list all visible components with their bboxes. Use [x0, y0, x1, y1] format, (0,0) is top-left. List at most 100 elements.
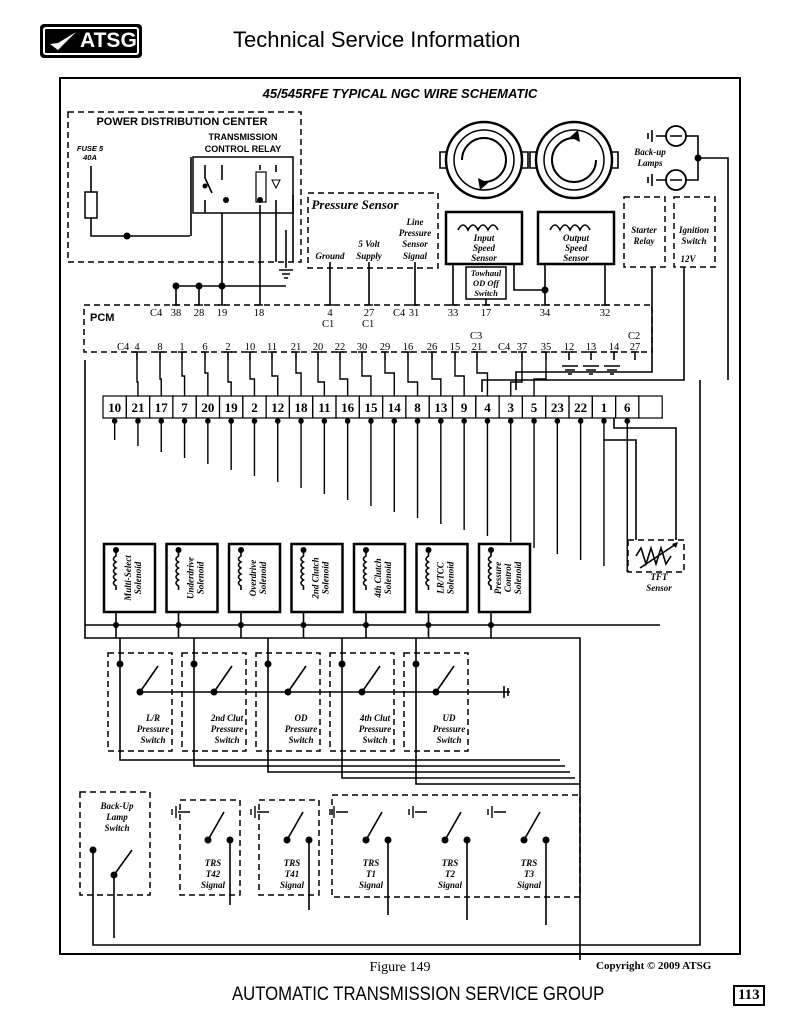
terminal-label-11: 11	[318, 400, 330, 415]
solenoid-2	[227, 542, 282, 614]
pdc-box	[67, 111, 302, 263]
trs-label-1-2: Signal	[280, 880, 305, 890]
solenoid-1	[165, 542, 219, 614]
ignition-switch-box	[673, 196, 716, 268]
pcm-pin-4: 4	[327, 308, 333, 319]
terminal-label-22: 22	[574, 400, 587, 415]
tft-sensor-box	[627, 539, 685, 573]
solenoid-3	[290, 542, 344, 614]
pressure-switch-3	[329, 652, 395, 752]
conn-c3: C3	[470, 331, 482, 342]
page-title: Technical Service Information	[233, 27, 521, 52]
supply-label-2: Supply	[356, 251, 383, 261]
pcm-pin-bottom-30: 30	[357, 342, 368, 353]
conn-c1-a: C1	[322, 319, 334, 330]
relay-label-2: CONTROL RELAY	[205, 144, 282, 154]
pcm-pin-27: 27	[364, 308, 375, 319]
pcm-pin-bottom-14: 14	[609, 342, 620, 353]
atsg-logo: ATSG	[40, 24, 142, 58]
figure-caption: Figure 149	[369, 960, 431, 975]
fuse-symbol	[84, 191, 98, 219]
terminal-label-19: 19	[225, 400, 239, 415]
input-speed-label-1: Input	[473, 233, 495, 243]
trs-label-3-0: TRS	[442, 858, 459, 868]
terminal-label-4: 4	[484, 400, 491, 415]
page-number: 113	[733, 985, 765, 1006]
conn-c1-b: C1	[362, 319, 374, 330]
trs-label-2-0: TRS	[363, 858, 380, 868]
pcm-pin-17: 17	[481, 308, 492, 319]
conn-c4-top-left: C4	[150, 308, 163, 319]
pcm-pin-18: 18	[254, 308, 265, 319]
terminal-label-23: 23	[551, 400, 565, 415]
terminal-label-9: 9	[461, 400, 468, 415]
tft-label-1: TFT	[651, 572, 669, 582]
solenoid-4	[352, 542, 407, 614]
terminal-label-20: 20	[201, 400, 214, 415]
pressure-switch-label-4-0: UD	[443, 713, 456, 723]
line-label-2: Pressure	[399, 228, 432, 238]
terminal-label-13: 13	[434, 400, 448, 415]
pressure-switch-0	[107, 652, 173, 752]
pcm-pin-bottom-37: 37	[517, 342, 528, 353]
pcm-pin-bottom-1: 1	[179, 342, 184, 353]
pcm-pin-bottom-26: 26	[427, 342, 438, 353]
output-speed-gear	[529, 120, 619, 200]
pcm-box	[83, 304, 653, 353]
starter-relay-box	[623, 196, 666, 268]
pressure-switch-2	[255, 652, 321, 752]
ignition-label-2: Switch	[681, 236, 706, 246]
pcm-pin-bottom-22: 22	[335, 342, 346, 353]
tft-label-2: Sensor	[646, 583, 672, 593]
conn-c4-top-right: C4	[393, 308, 406, 319]
pressure-switch-label-1-1: Pressure	[211, 724, 244, 734]
logo-check-icon	[50, 32, 76, 50]
pressure-switch-label-2-2: Switch	[288, 735, 313, 745]
trs-box-0	[179, 799, 241, 896]
pcm-pin-bottom-11: 11	[267, 342, 277, 353]
schematic-frame	[59, 77, 741, 955]
pdc-title: POWER DISTRIBUTION CENTER	[96, 116, 267, 128]
output-speed-label-3: Sensor	[563, 253, 589, 263]
terminal-label-1: 1	[601, 400, 608, 415]
trs-label-1-0: TRS	[284, 858, 301, 868]
ground-label: Ground	[315, 251, 345, 261]
terminal-label-10: 10	[108, 400, 121, 415]
solenoid-label-0: Multi-SelectSolenoid	[123, 555, 143, 602]
backup-switch-label-2: Lamp	[105, 812, 128, 822]
line-label-1: Line	[406, 217, 424, 227]
solenoid-6	[477, 542, 532, 614]
pcm-pin-38: 38	[171, 308, 182, 319]
pressure-switch-label-0-2: Switch	[140, 735, 165, 745]
terminal-label-18: 18	[295, 400, 309, 415]
backup-lamp-switch-box	[79, 791, 151, 896]
towhaul-label-1: Towhaul	[471, 268, 502, 278]
input-speed-label-3: Sensor	[471, 253, 497, 263]
trs-label-0-0: TRS	[205, 858, 222, 868]
backup-lamps-label-2: Lamps	[636, 158, 662, 168]
trs-box-1	[258, 799, 320, 896]
solenoid-label-6: PressureControlSolenoid	[493, 561, 523, 594]
copyright: Copyright © 2009 ATSG	[596, 960, 712, 972]
trs-label-4-0: TRS	[521, 858, 538, 868]
terminal-label-7: 7	[181, 400, 188, 415]
pressure-switch-label-2-1: Pressure	[285, 724, 318, 734]
terminal-label-2: 2	[251, 400, 258, 415]
pcm-pin-bottom-4: 4	[134, 342, 140, 353]
output-speed-label-2: Speed	[565, 243, 587, 253]
solenoid-0	[102, 542, 157, 614]
towhaul-label-3: Switch	[474, 288, 498, 298]
trs-label-3-2: Signal	[438, 880, 463, 890]
pcm-pin-bottom-21: 21	[291, 342, 302, 353]
schematic-title: 45/545RFE TYPICAL NGC WIRE SCHEMATIC	[262, 86, 538, 101]
pcm-pin-bottom-12: 12	[564, 342, 575, 353]
pressure-switch-label-3-1: Pressure	[359, 724, 392, 734]
pressure-sensor-title: Pressure Sensor	[311, 197, 399, 212]
pcm-pin-bottom-21: 21	[472, 342, 483, 353]
input-speed-gear	[439, 120, 529, 200]
backup-switch-label-1: Back-Up	[100, 801, 134, 811]
pressure-switch-label-4-1: Pressure	[433, 724, 466, 734]
trs-label-4-2: Signal	[517, 880, 542, 890]
trs-label-0-2: Signal	[201, 880, 226, 890]
